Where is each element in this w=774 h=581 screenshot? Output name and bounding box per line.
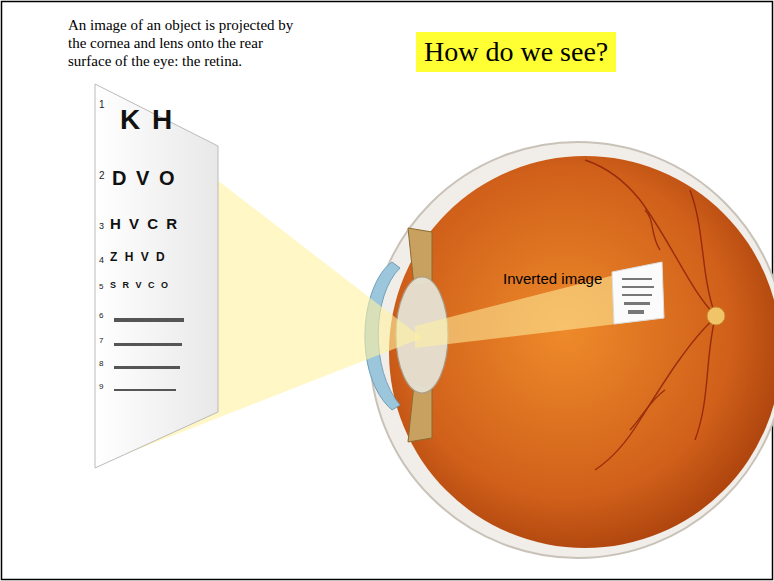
image-label: Inverted image — [503, 270, 602, 287]
eye-interior — [389, 156, 774, 548]
retinal-image-marks — [622, 278, 654, 314]
row-number: 1 — [99, 99, 105, 111]
row-number: 5 — [99, 282, 103, 291]
row-number: 9 — [99, 382, 103, 391]
row-number: 4 — [99, 255, 104, 265]
slide-title: How do we see? — [416, 32, 616, 72]
retinal-image — [612, 262, 664, 324]
row-number: 6 — [99, 311, 103, 320]
chart-small-rows — [114, 318, 184, 391]
row-number: 3 — [99, 221, 104, 231]
explanation-text: An image of an object is projected by th… — [68, 16, 303, 70]
sclera — [370, 142, 774, 558]
eye-chart — [95, 84, 218, 468]
chart-row: H V C R — [110, 215, 179, 232]
row-number: 7 — [99, 336, 103, 345]
row-number: 8 — [99, 359, 103, 368]
optic-disc — [707, 307, 725, 325]
chart-row: S R V C O — [110, 280, 170, 290]
chart-row: K H — [120, 104, 174, 136]
chart-row: D V O — [112, 167, 176, 190]
row-number: 2 — [99, 170, 105, 182]
chart-row: Z H V D — [110, 250, 167, 264]
